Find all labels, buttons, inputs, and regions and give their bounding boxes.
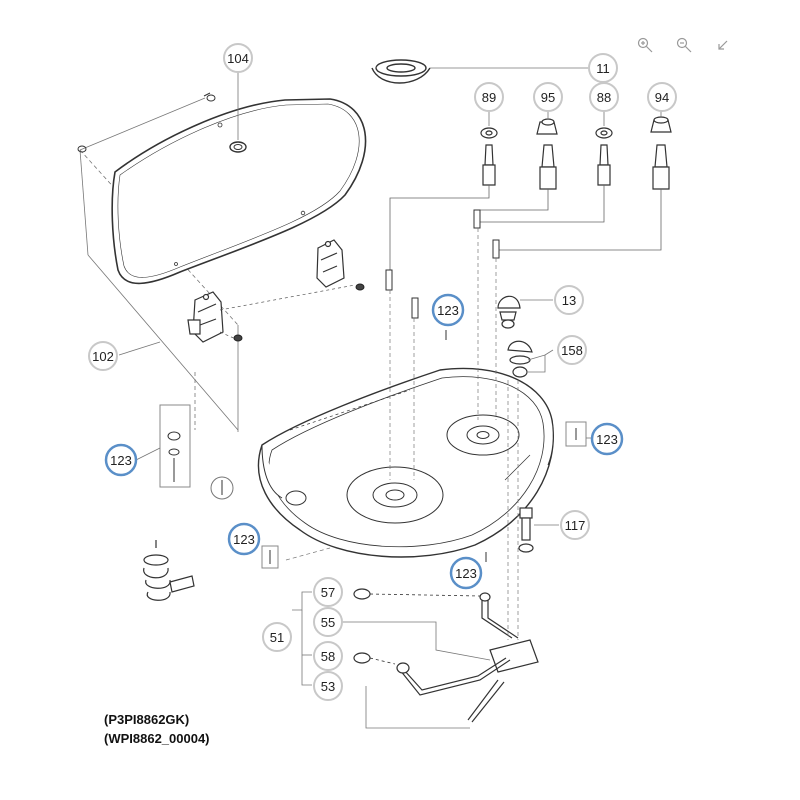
nozzle-89: [480, 127, 498, 186]
callout-104: 104: [223, 43, 253, 73]
valve-117: [518, 507, 534, 553]
callout-123-top[interactable]: 123: [431, 293, 465, 327]
hob-tray: [257, 367, 554, 558]
callout-11: 11: [588, 53, 618, 83]
svg-text:123: 123: [233, 532, 255, 547]
svg-text:55: 55: [321, 615, 335, 630]
callout-123-bottom[interactable]: 123: [449, 556, 483, 590]
callout-51: 51: [262, 622, 292, 652]
svg-text:102: 102: [92, 349, 114, 364]
svg-text:123: 123: [455, 566, 477, 581]
callout-53: 53: [313, 671, 343, 701]
hinge-right: [316, 239, 345, 288]
svg-text:158: 158: [561, 343, 583, 358]
part-code: (P3PI8862GK): [104, 712, 189, 727]
nozzle-88: [595, 127, 613, 186]
svg-text:11: 11: [596, 61, 610, 76]
callout-95: 95: [533, 82, 563, 112]
screw-set-left: [159, 404, 234, 500]
hinge-left: [187, 291, 224, 343]
svg-text:117: 117: [565, 518, 586, 533]
svg-text:88: 88: [597, 90, 611, 105]
drawing-code: (WPI8862_00004): [104, 731, 210, 746]
burner-158: [507, 340, 533, 378]
svg-text:51: 51: [270, 630, 284, 645]
callout-89: 89: [474, 82, 504, 112]
burner-cap-11: [371, 59, 431, 84]
callout-94: 94: [647, 82, 677, 112]
gas-manifold: [353, 588, 539, 723]
zoom-out-icon[interactable]: [676, 37, 692, 53]
callout-13: 13: [554, 285, 584, 315]
burner-13: [497, 295, 521, 329]
callout-123-right[interactable]: 123: [590, 422, 624, 456]
callout-158: 158: [557, 335, 587, 365]
nozzle-94: [650, 116, 672, 190]
svg-text:57: 57: [321, 585, 335, 600]
callout-57: 57: [313, 577, 343, 607]
svg-text:89: 89: [482, 90, 496, 105]
lid-panel: [77, 92, 367, 432]
collapse-arrow-icon[interactable]: [718, 40, 728, 50]
callout-117: 117: [560, 510, 590, 540]
zoom-in-icon[interactable]: [637, 37, 653, 53]
svg-text:95: 95: [541, 90, 555, 105]
callout-88: 88: [589, 82, 619, 112]
nozzle-95: [536, 118, 558, 190]
svg-text:123: 123: [110, 453, 132, 468]
svg-text:13: 13: [562, 293, 576, 308]
svg-text:94: 94: [655, 90, 669, 105]
svg-text:53: 53: [321, 679, 335, 694]
drain-fitting: [143, 540, 195, 601]
callout-123-bottom-left[interactable]: 123: [227, 522, 261, 556]
callout-55: 55: [313, 607, 343, 637]
callout-123-left[interactable]: 123: [104, 443, 138, 477]
svg-text:104: 104: [227, 51, 249, 66]
callout-58: 58: [313, 641, 343, 671]
callout-102: 102: [88, 341, 118, 371]
svg-text:58: 58: [321, 649, 335, 664]
svg-text:123: 123: [596, 432, 618, 447]
svg-text:123: 123: [437, 303, 459, 318]
